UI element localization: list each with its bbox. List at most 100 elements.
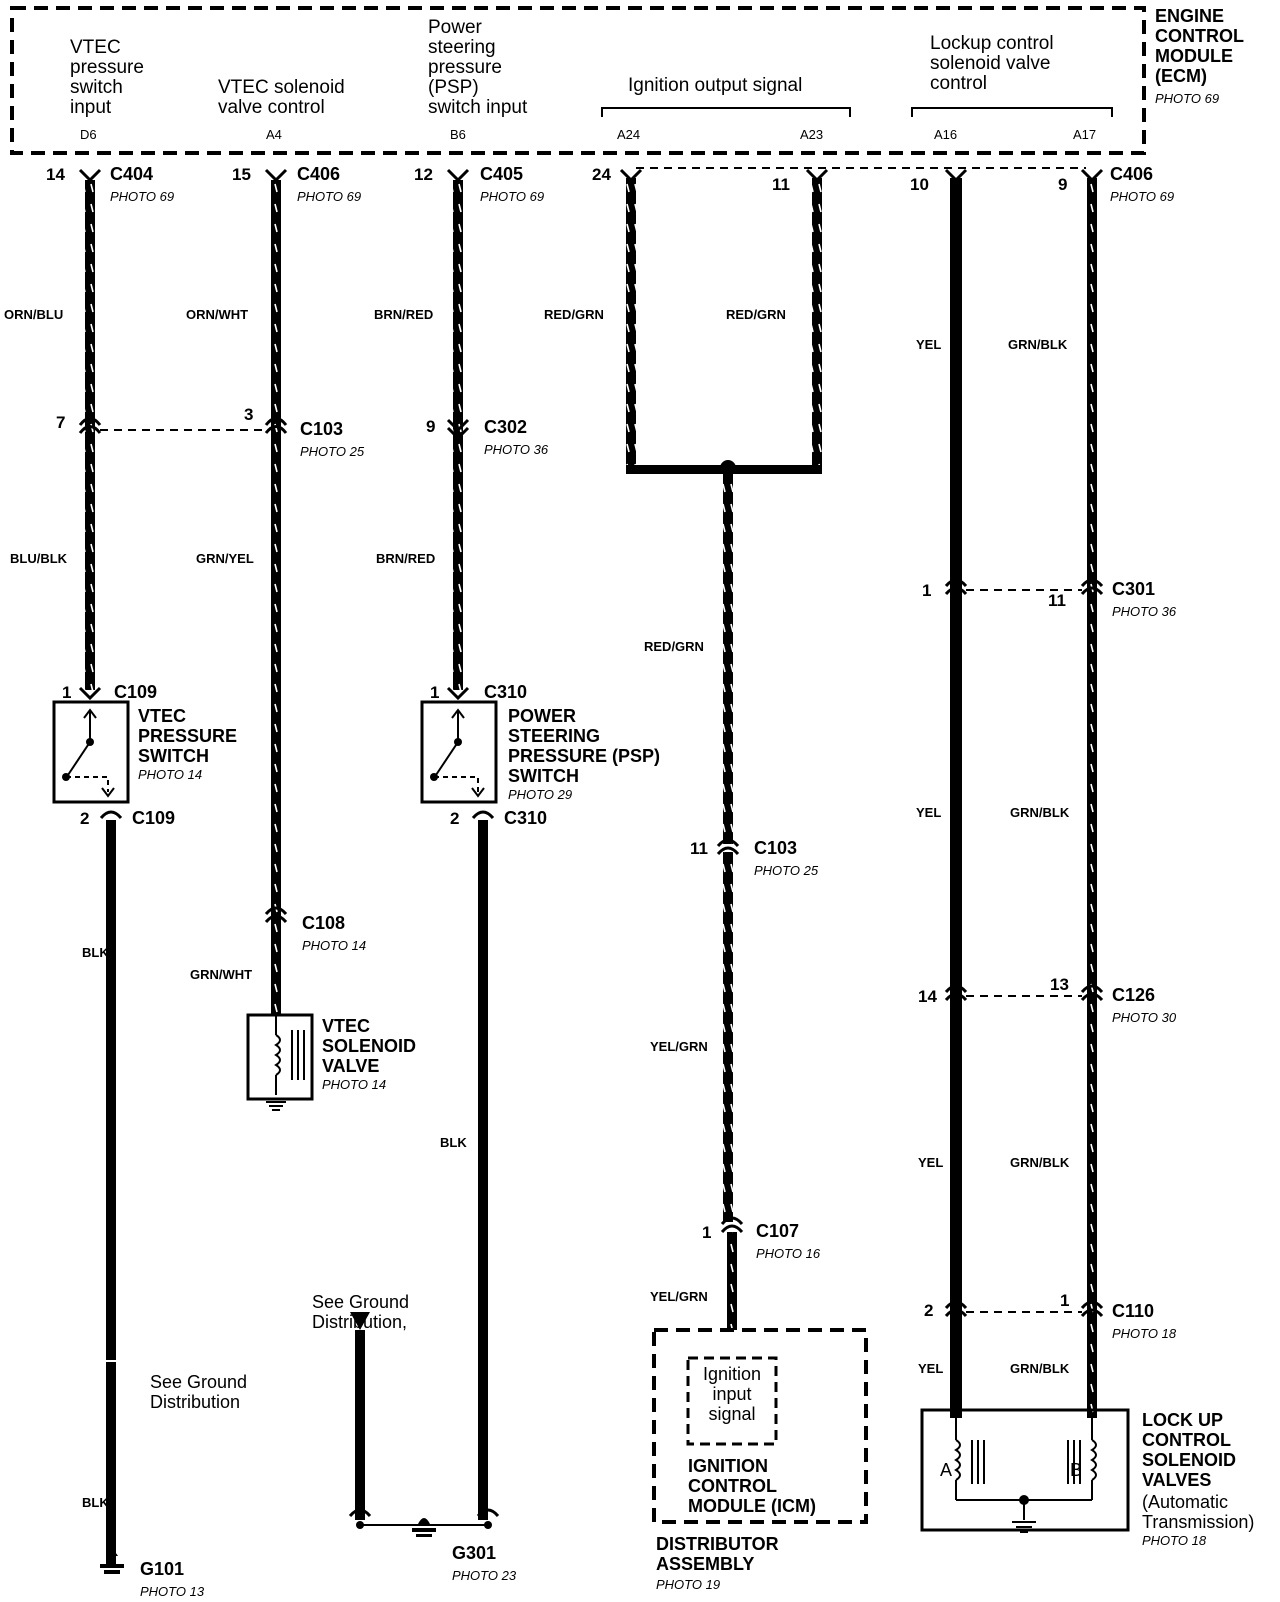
c404-pin: 14 bbox=[46, 165, 65, 184]
wire-label-blk-3: BLK bbox=[82, 1495, 109, 1510]
wire-blk-2 bbox=[478, 820, 488, 1520]
lockup-coil-b: B bbox=[1070, 1460, 1083, 1480]
vtec-solenoid-label: VTEC SOLENOID VALVE bbox=[322, 1016, 417, 1076]
psp-switch-photo: PHOTO 29 bbox=[508, 787, 573, 802]
lockup-photo: PHOTO 18 bbox=[1142, 1533, 1207, 1548]
wire-grn-wht bbox=[271, 915, 281, 1015]
ign-pin-11: 11 bbox=[772, 175, 790, 194]
splice-point bbox=[720, 460, 736, 476]
wire-blk-1 bbox=[106, 820, 116, 1360]
wire-label-red-grn-1: RED/GRN bbox=[544, 307, 604, 322]
wire-orn-blu bbox=[85, 180, 95, 425]
c405-label: C405 bbox=[480, 164, 524, 184]
ecm-pin-a17: A17 bbox=[1073, 127, 1097, 142]
see-ground-distribution-1: See Ground Distribution, bbox=[312, 1292, 410, 1332]
wire-label-yel-2: YEL bbox=[916, 805, 942, 820]
vtec-solenoid-symbol bbox=[246, 1013, 314, 1111]
wire-label-red-grn-3: RED/GRN bbox=[644, 639, 704, 654]
c406b-photo: PHOTO 69 bbox=[1110, 189, 1175, 204]
c108-photo: PHOTO 14 bbox=[302, 938, 367, 953]
c406b-pin: 9 bbox=[1058, 175, 1068, 194]
see-ground-distribution-2: See Ground Distribution bbox=[150, 1372, 248, 1412]
c126-pin-13: 13 bbox=[1050, 975, 1069, 994]
c126-pin-14: 14 bbox=[918, 987, 937, 1006]
wire-label-orn-wht: ORN/WHT bbox=[186, 307, 249, 322]
c110-pin-1: 1 bbox=[1060, 1291, 1070, 1310]
distributor-label: DISTRIBUTOR ASSEMBLY bbox=[656, 1534, 779, 1574]
wire-yel bbox=[950, 178, 962, 1418]
ecm-photo: PHOTO 69 bbox=[1155, 91, 1220, 106]
c406a-label: C406 bbox=[297, 164, 341, 184]
wire-label-grn-yel: GRN/YEL bbox=[196, 551, 254, 566]
connector-marks-top bbox=[78, 168, 1104, 183]
lockup-pin-10: 10 bbox=[910, 175, 929, 194]
wire-label-brn-red-2: BRN/RED bbox=[376, 551, 436, 566]
c310-bot-pin: 2 bbox=[450, 809, 460, 828]
c107-marks bbox=[720, 1216, 744, 1234]
icm-label: IGNITION CONTROL MODULE (ICM) bbox=[688, 1456, 816, 1516]
c302-pin: 9 bbox=[426, 417, 436, 436]
c404-photo: PHOTO 69 bbox=[110, 189, 175, 204]
ecm-label-vtec-solenoid-control: VTEC solenoid valve control bbox=[218, 77, 345, 118]
ecm-pin-a23: A23 bbox=[800, 127, 824, 142]
c103-pin-3: 3 bbox=[244, 405, 254, 424]
c310-bot-label: C310 bbox=[504, 808, 548, 828]
wire-blu-blk bbox=[85, 425, 95, 690]
wire-red-grn-1 bbox=[626, 178, 636, 473]
c404-label: C404 bbox=[110, 164, 154, 184]
c107-photo: PHOTO 16 bbox=[756, 1246, 821, 1261]
icm-inner-box bbox=[686, 1356, 778, 1446]
ecm-label-ignition-output: Ignition output signal bbox=[628, 75, 803, 96]
g101-label: G101 bbox=[140, 1559, 185, 1579]
c103-mid-pin: 11 bbox=[690, 839, 708, 858]
lockup-coil-a: A bbox=[940, 1460, 953, 1480]
c103-label: C103 bbox=[300, 419, 344, 439]
wire-label-blk-2: BLK bbox=[440, 1135, 467, 1150]
wire-label-yel-grn-2: YEL/GRN bbox=[650, 1289, 708, 1304]
c301-pin-11: 11 bbox=[1048, 591, 1066, 610]
vtec-solenoid-photo: PHOTO 14 bbox=[322, 1077, 387, 1092]
wire-red-grn-3 bbox=[723, 474, 733, 844]
c109-bot-label: C109 bbox=[132, 808, 176, 828]
icm-inner-label: Ignition input signal bbox=[702, 1364, 762, 1424]
wire-brn-red bbox=[453, 180, 463, 425]
c310-top-label: C310 bbox=[484, 682, 528, 702]
wire-yel-grn-1 bbox=[723, 852, 733, 1222]
c406b-label: C406 bbox=[1110, 164, 1154, 184]
c406a-photo: PHOTO 69 bbox=[297, 189, 362, 204]
g301-label: G301 bbox=[452, 1543, 497, 1563]
wire-grn-blk bbox=[1087, 178, 1097, 1418]
c103-mid-label: C103 bbox=[754, 838, 798, 858]
wire-label-red-grn-2: RED/GRN bbox=[726, 307, 786, 322]
wire-grn-yel bbox=[271, 425, 281, 915]
wire-label-yel-3: YEL bbox=[918, 1155, 944, 1170]
c406a-pin: 15 bbox=[232, 165, 251, 184]
wire-label-grn-blk-4: GRN/BLK bbox=[1010, 1361, 1070, 1376]
c103-pin-7: 7 bbox=[56, 413, 66, 432]
wire-blk-1b bbox=[106, 1362, 116, 1564]
ecm-label-lockup-control: Lockup control solenoid valve control bbox=[930, 33, 1054, 94]
c107-label: C107 bbox=[756, 1221, 800, 1241]
wire-orn-wht bbox=[271, 180, 281, 425]
c405-photo: PHOTO 69 bbox=[480, 189, 545, 204]
psp-switch-symbol bbox=[420, 686, 498, 820]
c302-label: C302 bbox=[484, 417, 528, 437]
g101-ground-symbol bbox=[100, 1551, 124, 1574]
ecm-pin-a16: A16 bbox=[934, 127, 958, 142]
wire-label-grn-wht: GRN/WHT bbox=[190, 967, 253, 982]
lockup-solenoid-symbol bbox=[920, 1408, 1130, 1533]
c107-pin: 1 bbox=[702, 1223, 712, 1242]
c110-pin-2: 2 bbox=[924, 1301, 934, 1320]
c405-pin: 12 bbox=[414, 165, 433, 184]
ecm-ignition-bracket bbox=[601, 107, 1113, 117]
wire-label-grn-blk-2: GRN/BLK bbox=[1010, 805, 1070, 820]
c109-top-label: C109 bbox=[114, 682, 158, 702]
wire-label-orn-blu: ORN/BLU bbox=[4, 307, 64, 322]
ecm-label-vtec-pressure-switch-input: VTEC pressure switch input bbox=[70, 37, 144, 118]
lockup-sub: (Automatic Transmission) bbox=[1142, 1492, 1255, 1532]
c301-photo: PHOTO 36 bbox=[1112, 604, 1177, 619]
ecm-title: ENGINE CONTROL MODULE (ECM) bbox=[1155, 6, 1244, 86]
wire-label-yel-grn-1: YEL/GRN bbox=[650, 1039, 708, 1054]
c301-marks bbox=[944, 578, 1104, 596]
